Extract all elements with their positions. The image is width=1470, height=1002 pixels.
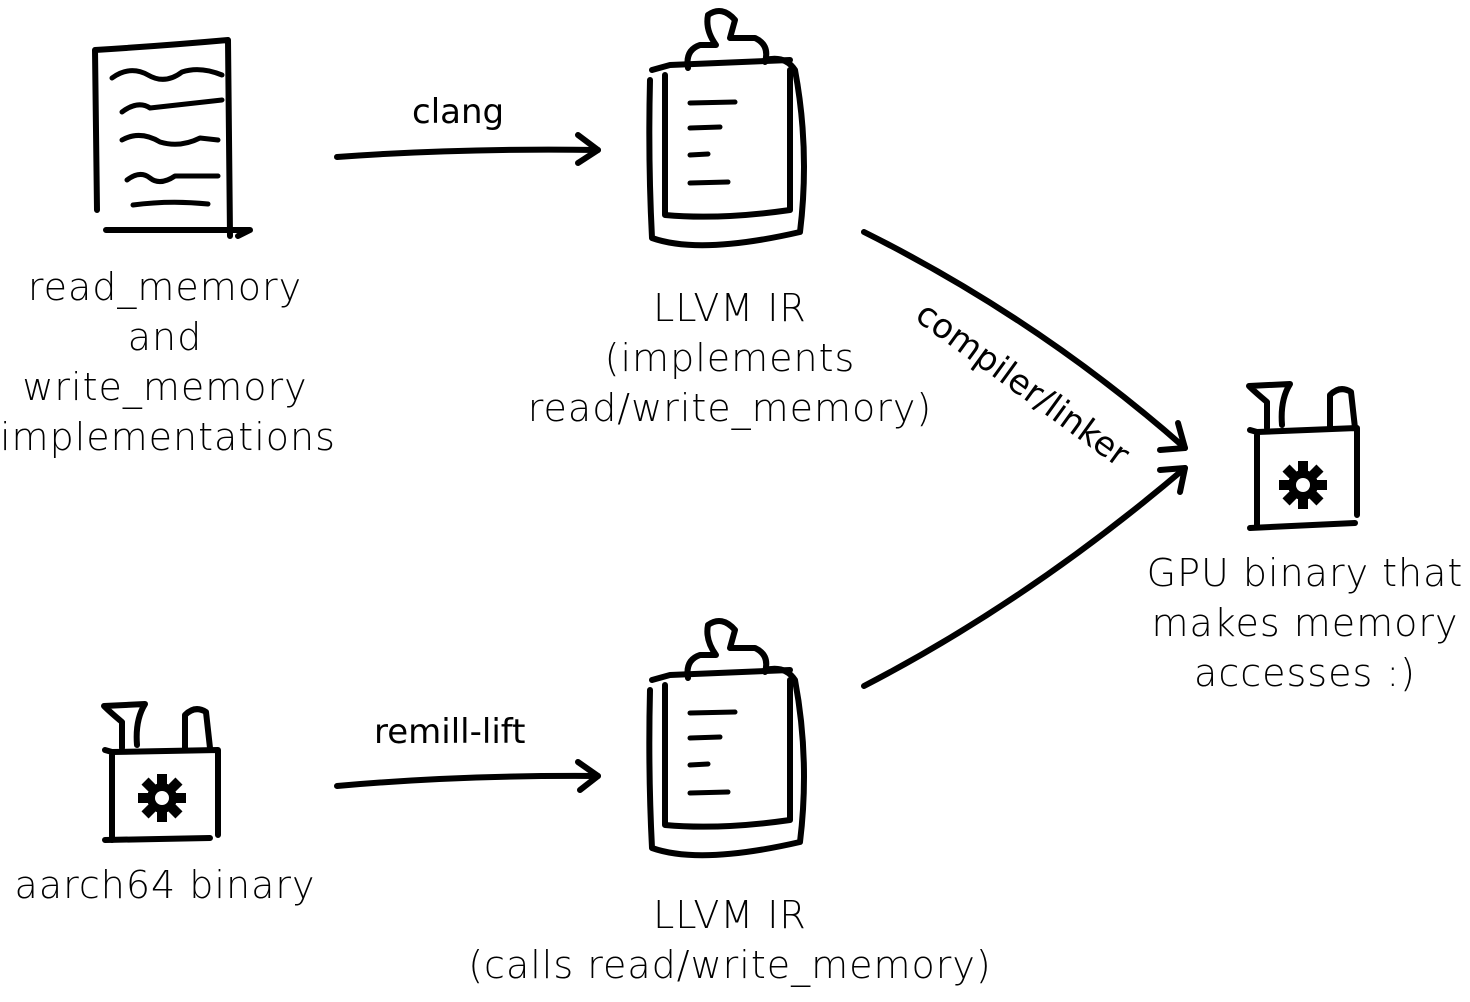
arrow-llvm-bottom-to-gpu: [861, 465, 1188, 689]
label-line: GPU binary that: [1146, 551, 1464, 595]
arrow-clang: [334, 132, 601, 166]
label-line: and: [127, 315, 203, 359]
label-line: makes memory: [1151, 601, 1459, 645]
binary-box-icon-gpu: [1246, 381, 1360, 531]
label-line: (implements: [604, 336, 856, 380]
arrow-compiler-linker: [861, 229, 1188, 453]
label-gpu-binary: GPU binary that makes memory accesses :): [1130, 548, 1470, 698]
edge-label-remill-lift: remill-lift: [374, 712, 526, 752]
arrow-remill-lift: [334, 759, 601, 793]
label-line: (calls read/write_memory): [468, 943, 992, 987]
label-line: write_memory: [22, 365, 308, 409]
label-line: read/write_memory): [527, 386, 933, 430]
document-icon: [92, 37, 253, 239]
label-line: LLVM IR: [653, 893, 807, 937]
label-llvm-ir-top: LLVM IR (implements read/write_memory): [500, 283, 960, 433]
label-line: read_memory: [27, 265, 303, 309]
label-line: implementations: [0, 415, 336, 459]
clipboard-icon-top: [646, 8, 807, 249]
label-line: aarch64 binary: [14, 863, 316, 907]
binary-box-icon-aarch64: [101, 701, 221, 843]
label-line: LLVM IR: [653, 286, 807, 330]
clipboard-icon-bottom: [646, 618, 807, 859]
label-line: accesses :): [1194, 651, 1416, 695]
edge-label-clang: clang: [412, 92, 505, 132]
label-source-doc: read_memory and write_memory implementat…: [0, 262, 336, 462]
label-llvm-ir-bottom: LLVM IR (calls read/write_memory): [440, 890, 1020, 990]
label-aarch64-binary: aarch64 binary: [0, 860, 330, 910]
